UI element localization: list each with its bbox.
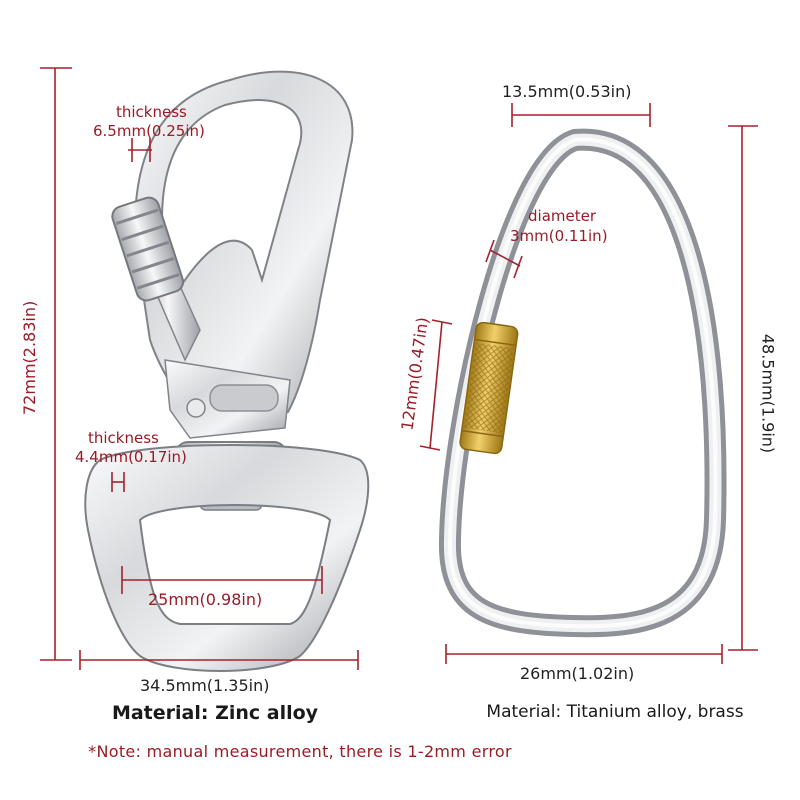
ring-thickness-word: thickness xyxy=(88,429,159,447)
outer-width-label: 34.5mm(1.35in) xyxy=(140,676,270,695)
bottom-width-label: 26mm(1.02in) xyxy=(520,664,635,683)
diameter-word: diameter xyxy=(528,207,596,225)
top-width-label: 13.5mm(0.53in) xyxy=(502,82,632,101)
dimension-lines xyxy=(40,67,758,670)
measurement-note: *Note: manual measurement, there is 1-2m… xyxy=(88,742,512,761)
ring-thickness-value: 4.4mm(0.17in) xyxy=(75,448,187,466)
swivel-snap-hook xyxy=(84,70,370,672)
pear-carabiner xyxy=(438,128,727,638)
inner-width-label: 25mm(0.98in) xyxy=(148,590,263,609)
left-material-caption: Material: Zinc alloy xyxy=(111,702,319,724)
left-height-label: 72mm(2.83in) xyxy=(20,300,39,415)
gate-thickness-word: thickness xyxy=(116,103,187,121)
gate-thickness-value: 6.5mm(0.25in) xyxy=(93,122,205,140)
right-height-label: 48.5mm(1.9in) xyxy=(758,333,778,454)
right-material-caption: Material: Titanium alloy, brass xyxy=(486,702,744,722)
diameter-value: 3mm(0.11in) xyxy=(510,227,608,245)
